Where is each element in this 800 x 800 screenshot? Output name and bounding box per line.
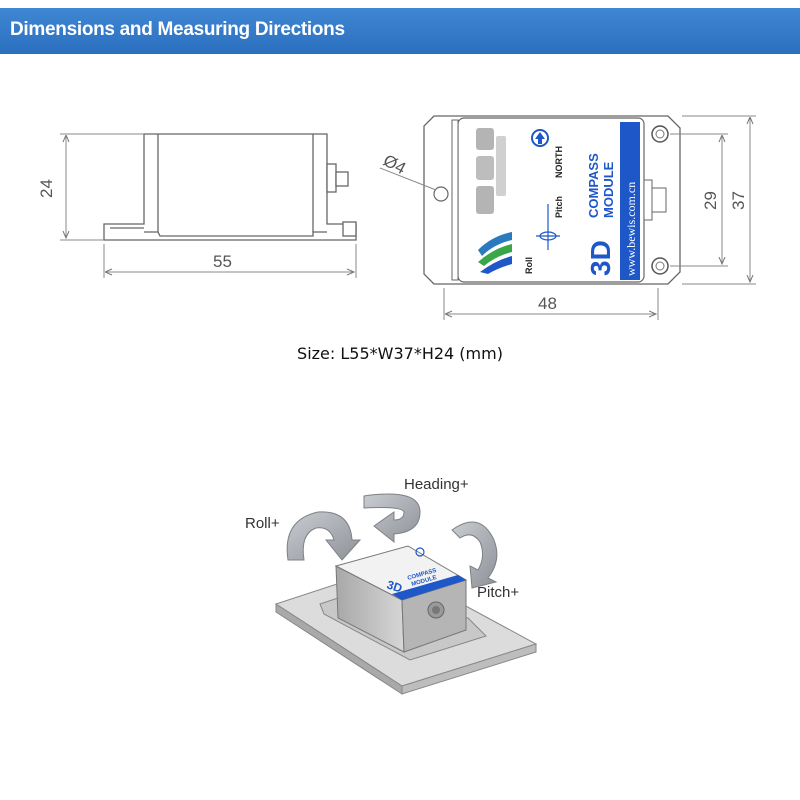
iso-label-3d: 3D [385,578,404,596]
side-view [103,133,357,241]
dimension-width: 37 [729,191,748,210]
header-title: Dimensions and Measuring Directions [10,19,345,40]
label-pitch: Pitch [554,196,564,218]
label-roll-plus: Roll+ [245,515,280,532]
label-url: www.bewis.com.cn [624,182,638,276]
label-north: NORTH [554,146,564,178]
dimension-height: 24 [37,179,56,198]
dimension-lines-side [60,133,357,278]
dimension-body-length: 48 [538,294,557,313]
logo-icon [478,232,512,274]
pitch-arrow-icon [451,521,498,589]
dimension-hole-diameter: Ø4 [380,151,409,178]
label-compass: COMPASS [586,153,601,218]
dimension-length: 55 [213,252,232,271]
label-3d: 3D [585,240,616,276]
heading-arrow-icon [363,493,421,544]
label-heading-plus: Heading+ [404,476,469,493]
iso-north-icon [415,547,425,557]
label-module: MODULE [601,161,616,218]
north-arrow-icon [531,129,549,147]
roll-arrow-icon [286,511,362,561]
size-caption: Size: L55*W37*H24 (mm) [297,344,503,363]
isometric-module: 3D COMPASS MODULE [274,545,538,695]
top-view: NORTH Pitch Roll 3D COMPASS MODULE www.b… [423,115,681,285]
dimension-hole-spacing: 29 [701,191,720,210]
label-roll: Roll [524,257,534,274]
label-pitch-plus: Pitch+ [477,584,519,601]
axis-symbol-icon [536,204,560,250]
header-bar: Dimensions and Measuring Directions [0,8,800,54]
blurred-logo [476,128,506,214]
dimension-lines-top [379,115,756,320]
